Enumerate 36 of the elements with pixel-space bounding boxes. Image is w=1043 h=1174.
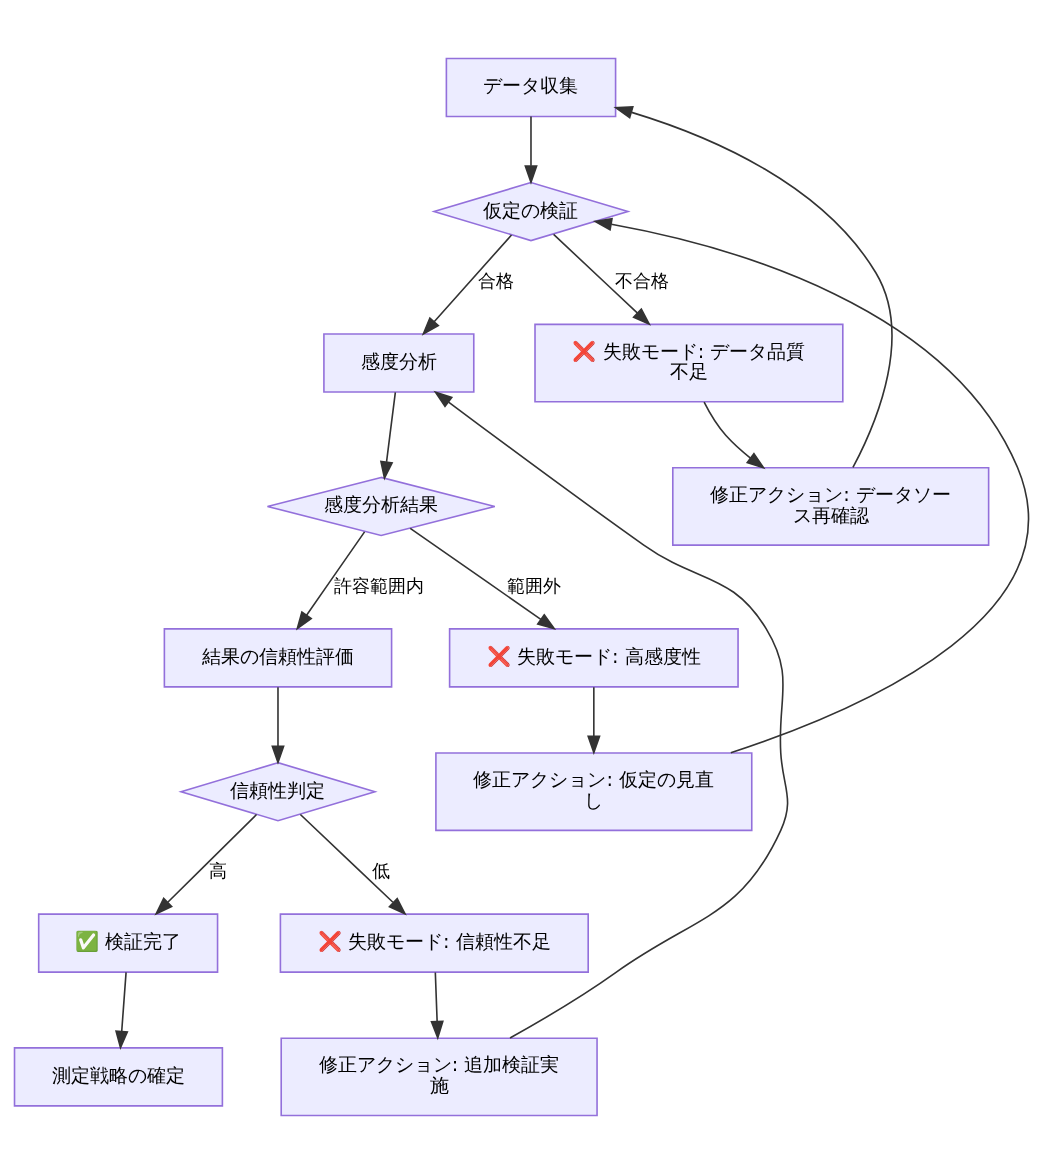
arrow (587, 686, 601, 755)
node-box: ❌ 失敗モード: 信頼性不足 (279, 913, 589, 973)
edge-label: 範囲外 (507, 575, 562, 596)
node-box: データ収集 (445, 57, 617, 118)
arrow (421, 234, 513, 336)
node-box: 感度分析 (323, 333, 475, 393)
node-box: ❌ 失敗モード: データ品質不足 (534, 323, 844, 403)
arrow (433, 390, 789, 1039)
node-diamond: 信頼性判定 (178, 761, 378, 822)
arrow (271, 686, 285, 765)
node-box: 結果の信頼性評価 (163, 628, 393, 688)
node-box: ❌ 失敗モード: 高感度性 (448, 628, 739, 688)
arrow (430, 971, 444, 1041)
arrow (115, 971, 129, 1051)
arrow (154, 813, 258, 916)
arrow (613, 105, 893, 469)
node-box: 修正アクション: 仮定の見直し (435, 752, 753, 832)
edge-label: 低 (372, 860, 391, 881)
node-box: 修正アクション: 追加検証実施 (280, 1037, 598, 1117)
edge-label: 許容範囲内 (333, 575, 424, 596)
node-box: 修正アクション: データソース再確認 (672, 466, 990, 546)
node-diamond: 仮定の検証 (431, 181, 631, 242)
arrow (552, 233, 651, 326)
edge-label: 高 (209, 860, 228, 881)
arrow (592, 217, 1029, 754)
node-diamond: 感度分析結果 (266, 476, 496, 537)
arrow (299, 813, 407, 916)
arrow (295, 531, 366, 631)
arrow (379, 391, 397, 481)
node-box: 測定戦略の確定 (13, 1047, 224, 1107)
arrow (524, 115, 538, 185)
edge-label: 合格 (478, 270, 515, 291)
arrow (409, 527, 557, 631)
node-box: ✅ 検証完了 (37, 913, 219, 973)
edge-label: 不合格 (615, 270, 670, 291)
arrow (703, 401, 766, 470)
